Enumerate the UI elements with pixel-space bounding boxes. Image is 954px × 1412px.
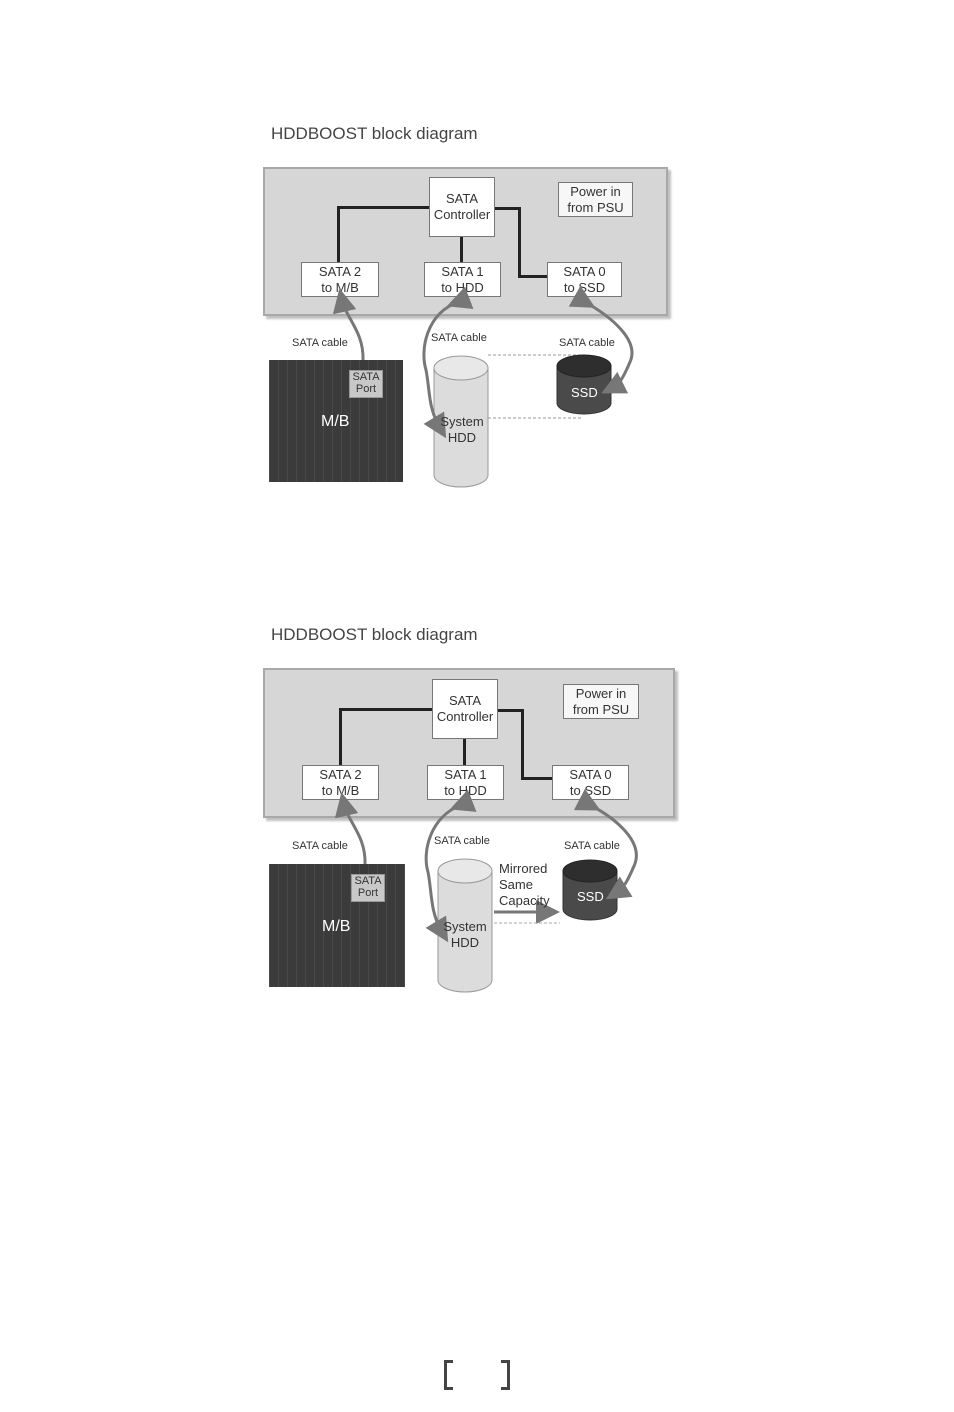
diagram-title: HDDBOOST block diagram (271, 124, 478, 143)
hdd-line-2: HDD (450, 935, 480, 950)
mb-label: M/B (322, 918, 351, 935)
mb-label: M/B (321, 413, 350, 430)
diagram-1-graphics (332, 285, 634, 488)
motherboard (269, 360, 403, 482)
port-line-1: SATA (352, 371, 380, 383)
cable-label-right: SATA cable (559, 337, 615, 349)
diagram-title: HDDBOOST block diagram (271, 625, 478, 644)
page-number-marker (444, 1360, 510, 1390)
hdd-label: System HDD (440, 414, 484, 446)
sata-controller-box: SATA Controller (429, 177, 495, 237)
sata1-line-2: to HDD (441, 279, 484, 295)
mirror-label: Mirrored Same Capacity (499, 861, 550, 909)
sata2-line-1: SATA 2 (318, 263, 362, 279)
sata0-line-2: to SSD (563, 279, 606, 295)
motherboard (269, 864, 405, 987)
sata1-line-1: SATA 1 (444, 766, 487, 782)
hdd-label: System HDD (443, 919, 487, 951)
power-line-1: Power in (570, 183, 621, 199)
sata1-line-1: SATA 1 (441, 263, 484, 279)
port-line-2: Port (355, 383, 377, 395)
cable-arrow-hdd (424, 789, 477, 943)
sata0-line-1: SATA 0 (563, 263, 606, 279)
hdd-line-1: System (443, 919, 487, 934)
cable-label-mid: SATA cable (434, 835, 490, 847)
ssd-label: SSD (571, 385, 598, 400)
sata2-line-2: to M/B (321, 782, 360, 798)
sata2-line-2: to M/B (321, 279, 359, 295)
port-line-2: Port (357, 887, 379, 899)
wire-controller-sata0-v (521, 709, 524, 780)
controller-line-2: Controller (436, 709, 494, 724)
power-line-2: from PSU (572, 701, 630, 717)
wire-controller-sata0-h2 (521, 777, 553, 780)
sata0-box: SATA 0 to SSD (547, 262, 622, 297)
sata-controller-box: SATA Controller (432, 679, 498, 739)
wire-controller-sata2-v (339, 708, 342, 766)
wire-controller-sata0-h1 (496, 709, 523, 712)
cable-label-mid: SATA cable (431, 332, 487, 344)
sata0-line-1: SATA 0 (569, 766, 612, 782)
power-in-box: Power in from PSU (558, 182, 633, 217)
sata1-box: SATA 1 to HDD (424, 262, 501, 297)
controller-line-2: Controller (433, 207, 491, 222)
wire-controller-sata2-h (338, 206, 431, 209)
wire-controller-sata2-h (340, 708, 434, 711)
mirror-line-2: Same (499, 877, 533, 892)
sata2-line-1: SATA 2 (319, 766, 362, 782)
wire-controller-sata1 (463, 738, 466, 766)
cable-label-left: SATA cable (292, 840, 348, 852)
port-line-1: SATA (354, 875, 382, 887)
sata-port: SATA Port (349, 370, 383, 398)
cable-label-left: SATA cable (292, 337, 348, 349)
hdd-line-1: System (440, 414, 484, 429)
cable-arrow-hdd (422, 286, 474, 439)
sata-port: SATA Port (351, 874, 385, 902)
wire-controller-sata1 (460, 236, 463, 264)
sata1-line-2: to HDD (444, 782, 487, 798)
cable-label-right: SATA cable (564, 840, 620, 852)
power-line-1: Power in (575, 685, 627, 701)
left-bracket-icon (444, 1360, 453, 1390)
controller-line-1: SATA (445, 191, 479, 206)
mirror-line-1: Mirrored (499, 861, 548, 876)
wire-controller-sata0-h1 (493, 207, 520, 210)
wire-controller-sata0-v (518, 207, 521, 278)
ssd-label: SSD (577, 889, 604, 904)
power-in-box: Power in from PSU (563, 684, 639, 719)
sata2-box: SATA 2 to M/B (301, 262, 379, 297)
controller-line-1: SATA (448, 693, 482, 708)
wire-controller-sata2-v (337, 206, 340, 264)
sata1-box: SATA 1 to HDD (427, 765, 504, 800)
mirror-line-3: Capacity (499, 893, 550, 908)
wire-controller-sata0-h2 (518, 275, 548, 278)
power-line-2: from PSU (567, 199, 624, 215)
sata2-box: SATA 2 to M/B (302, 765, 379, 800)
sata0-line-2: to SSD (569, 782, 612, 798)
sata0-box: SATA 0 to SSD (552, 765, 629, 800)
hdd-line-2: HDD (447, 430, 477, 445)
right-bracket-icon (501, 1360, 510, 1390)
